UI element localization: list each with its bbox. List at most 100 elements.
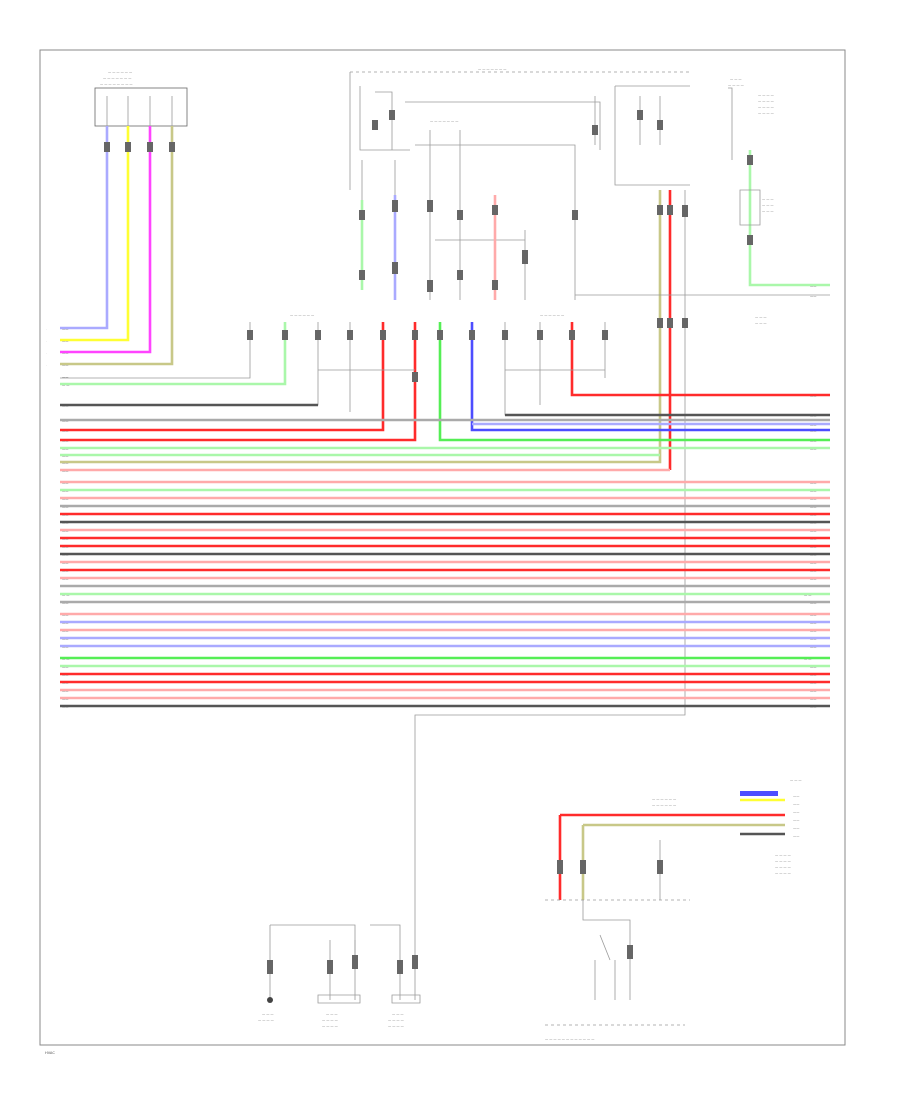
svg-text:——: —— — [62, 537, 69, 541]
svg-text:——: —— — [62, 505, 69, 509]
svg-text:——: —— — [62, 645, 69, 649]
svg-text:——: —— — [810, 577, 817, 581]
svg-text:——: —— — [62, 705, 69, 709]
svg-text:——: —— — [810, 489, 817, 493]
svg-text:——: —— — [810, 284, 817, 288]
svg-text:— — — — — — —: — — — — — — — — [478, 67, 507, 71]
svg-text:——: —— — [62, 613, 69, 617]
svg-text:——: —— — [62, 439, 69, 443]
svg-text:— — — —: — — — — — [758, 99, 775, 103]
svg-text:——: —— — [810, 689, 817, 693]
svg-text:——: —— — [62, 681, 69, 685]
svg-text:——: —— — [62, 529, 69, 533]
svg-text:— —: — — — [62, 657, 70, 661]
svg-text:— — — —: — — — — — [758, 105, 775, 109]
svg-text:— —: — — — [62, 383, 70, 387]
svg-text:——: —— — [62, 327, 69, 331]
mid-connector-left: — — — — — — — [60, 313, 418, 442]
svg-text:——: —— — [62, 404, 69, 408]
svg-text:——: —— — [62, 419, 69, 423]
svg-text:——: —— — [810, 529, 817, 533]
svg-text:——: —— — [810, 645, 817, 649]
svg-text:——: —— — [810, 561, 817, 565]
svg-text:——: —— — [62, 569, 69, 573]
svg-text:——: —— — [793, 810, 800, 814]
svg-text:— — — — — — —: — — — — — — — — [103, 76, 132, 80]
footer-label: HVAC — [45, 1051, 55, 1055]
svg-text:——: —— — [62, 351, 69, 355]
svg-text:— — — —: — — — — — [758, 111, 775, 115]
svg-text:——: —— — [62, 513, 69, 517]
svg-text:— — — —: — — — — — [388, 1024, 405, 1028]
svg-text:— — — —: — — — — — [775, 871, 792, 875]
svg-text:——: —— — [810, 505, 817, 509]
svg-text:— — —: — — — — [262, 1012, 274, 1016]
svg-text:— — —: — — — — [326, 1012, 338, 1016]
svg-text:— — — —: — — — — — [775, 853, 792, 857]
svg-text:——: —— — [810, 481, 817, 485]
svg-text:— — — —: — — — — — [728, 83, 745, 87]
svg-text:——: —— — [793, 794, 800, 798]
svg-text:——: —— — [810, 613, 817, 617]
top-center-wires — [359, 195, 578, 300]
svg-text:— — — — — — —: — — — — — — — — [430, 119, 459, 123]
svg-text:——: —— — [810, 414, 817, 418]
svg-text:— — — —: — — — — — [258, 1018, 275, 1022]
svg-text:——: —— — [62, 375, 69, 379]
svg-text:——: —— — [793, 818, 800, 822]
svg-text:— — — —: — — — — — [388, 1018, 405, 1022]
svg-text:·: · — [46, 351, 47, 355]
svg-text:——: —— — [62, 497, 69, 501]
svg-text:——: —— — [62, 689, 69, 693]
svg-text:— — — —: — — — — — [758, 93, 775, 97]
svg-text:— — — — — —: — — — — — — — [652, 803, 677, 807]
svg-text:——: —— — [62, 545, 69, 549]
svg-text:——: —— — [810, 497, 817, 501]
svg-text:——: —— — [810, 545, 817, 549]
svg-text:— —: — — — [804, 657, 812, 661]
svg-text:— — — —: — — — — — [775, 865, 792, 869]
svg-text:——: —— — [62, 469, 69, 473]
svg-text:——: —— — [810, 665, 817, 669]
svg-text:——: —— — [810, 429, 817, 433]
svg-text:——: —— — [810, 697, 817, 701]
horizontal-wire-bus — [60, 403, 830, 708]
bus-end-codes: ———— ———— ——— — ·· ·· ———— ———— ———— ———… — [46, 284, 817, 709]
svg-text:— — — —: — — — — — [322, 1018, 339, 1022]
svg-text:— —: — — — [804, 593, 812, 597]
svg-text:——: —— — [62, 339, 69, 343]
svg-text:——: —— — [793, 826, 800, 830]
svg-text:——: —— — [62, 521, 69, 525]
svg-text:——: —— — [62, 637, 69, 641]
svg-text:——: —— — [810, 513, 817, 517]
svg-text:— —: — — — [62, 593, 70, 597]
svg-text:— — — —: — — — — — [322, 1024, 339, 1028]
svg-text:— — —: — — — — [755, 315, 767, 319]
svg-text:——: —— — [62, 447, 69, 451]
svg-text:——: —— — [810, 294, 817, 298]
svg-text:— — — — — — — —: — — — — — — — — — [100, 82, 133, 86]
bottom-left-components: — — — — — — — — — — — — — — — — — — — — … — [258, 924, 421, 1028]
svg-text:— — — — — —: — — — — — — — [652, 797, 677, 801]
svg-text:——: —— — [62, 629, 69, 633]
svg-text:——: —— — [62, 601, 69, 605]
svg-text:——: —— — [810, 423, 817, 427]
svg-text:——: —— — [62, 481, 69, 485]
svg-text:— — —: — — — — [762, 203, 774, 207]
svg-text:——: —— — [810, 569, 817, 573]
svg-text:——: —— — [810, 439, 817, 443]
svg-text:— — —: — — — — [730, 77, 742, 81]
svg-text:— — — — — —: — — — — — — — [290, 313, 315, 317]
svg-text:— — — — — — — — — — — —: — — — — — — — — — — — — — [545, 1037, 595, 1041]
svg-text:——: —— — [62, 577, 69, 581]
svg-text:——: —— — [62, 489, 69, 493]
svg-text:——: —— — [810, 521, 817, 525]
svg-text:——: —— — [62, 665, 69, 669]
svg-text:— — — — — —: — — — — — — — [540, 313, 565, 317]
svg-text:— — —: — — — — [755, 321, 767, 325]
svg-text:——: —— — [810, 621, 817, 625]
svg-text:— — —: — — — — [392, 1012, 404, 1016]
svg-text:— — — —: — — — — — [775, 859, 792, 863]
svg-text:——: —— — [810, 637, 817, 641]
